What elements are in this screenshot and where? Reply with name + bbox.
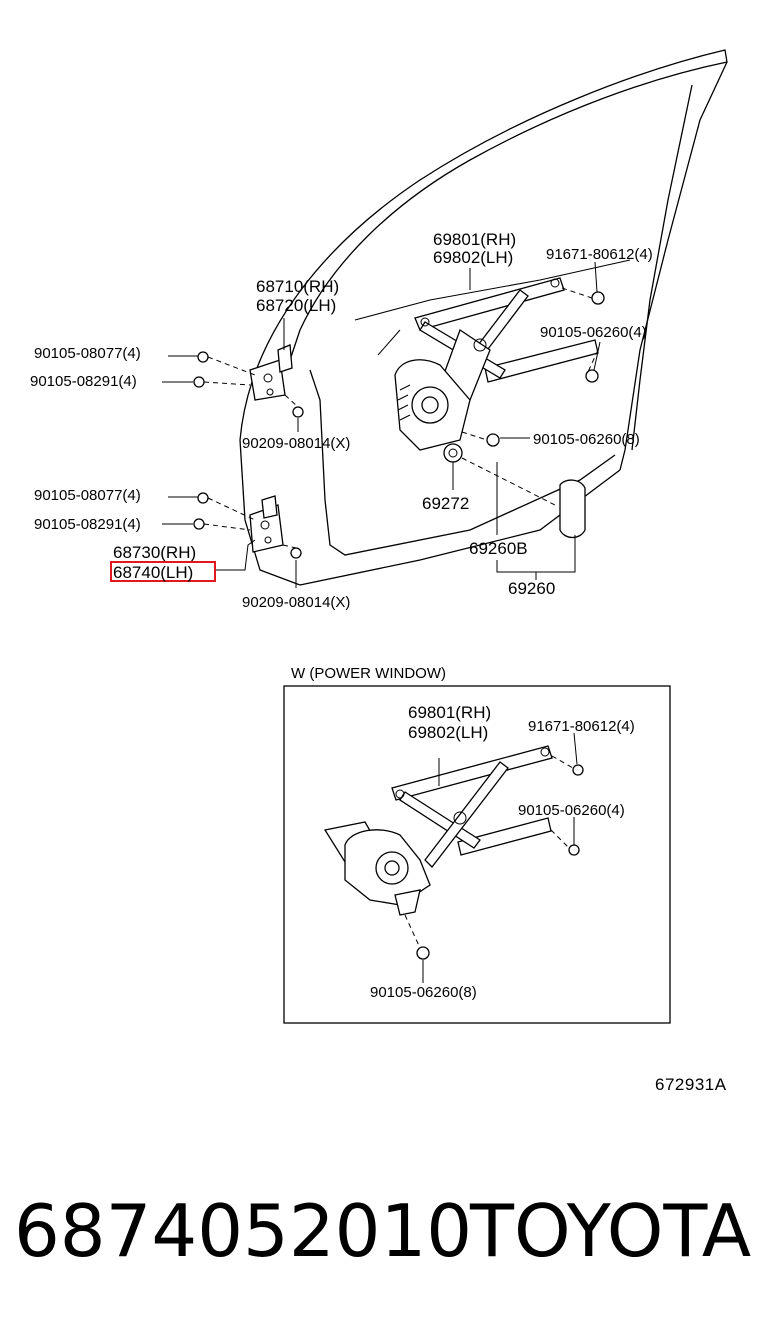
power-window-inset — [283, 685, 671, 1024]
callout-68730-rh: 68730(RH) — [113, 543, 196, 562]
upper-door-hinge — [193, 344, 304, 418]
callout-69260b: 69260B — [469, 539, 528, 558]
window-crank-handle — [443, 443, 586, 539]
regulator-bolts — [461, 287, 605, 447]
callout-68720-lh: 68720(LH) — [256, 296, 336, 315]
callout-90105-08077-lower: 90105-08077(4) — [34, 487, 141, 504]
callout-68740-lh: 68740(LH) — [113, 563, 193, 582]
inset-callout-90105-06260-4: 90105-06260(4) — [518, 802, 625, 819]
leader-lines — [162, 261, 601, 588]
callout-90105-06260-4: 90105-06260(4) — [540, 324, 647, 341]
inset-title: W (POWER WINDOW) — [291, 665, 446, 682]
callout-90209-08014-upper: 90209-08014(X) — [242, 435, 350, 452]
inset-callout-91671-80612: 91671-80612(4) — [528, 718, 635, 735]
diagram-code: 672931A — [655, 1075, 727, 1094]
footer-part-number: 6874052010 — [14, 1189, 472, 1273]
callout-69802-lh: 69802(LH) — [433, 248, 513, 267]
callout-90105-08291-lower: 90105-08291(4) — [34, 516, 141, 533]
callout-69801-rh: 69801(RH) — [433, 230, 516, 249]
footer-brand: TOYOTA — [469, 1189, 751, 1273]
callout-90105-06260-8: 90105-06260(8) — [533, 431, 640, 448]
inset-callout-69801-rh: 69801(RH) — [408, 703, 491, 722]
callout-68710-rh: 68710(RH) — [256, 277, 339, 296]
callout-90105-08077-upper: 90105-08077(4) — [34, 345, 141, 362]
callout-69272: 69272 — [422, 494, 469, 513]
callout-90105-08291-upper: 90105-08291(4) — [30, 373, 137, 390]
door-outline — [239, 49, 728, 586]
highlight-box — [110, 561, 216, 582]
callout-69260: 69260 — [508, 579, 555, 598]
lower-door-hinge — [193, 492, 302, 559]
window-regulator — [394, 277, 599, 451]
callout-91671-80612: 91671-80612(4) — [546, 246, 653, 263]
inset-callout-90105-06260-8: 90105-06260(8) — [370, 984, 477, 1001]
callout-90209-08014-lower: 90209-08014(X) — [242, 594, 350, 611]
inset-callout-69802-lh: 69802(LH) — [408, 723, 488, 742]
